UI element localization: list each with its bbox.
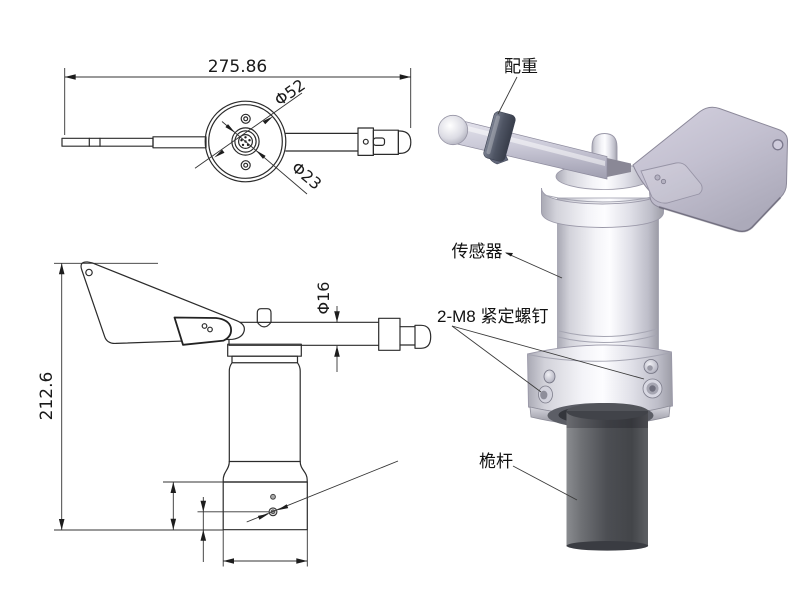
rod-side-view (228, 321, 382, 346)
iso-view: 配重 传感器 2-M8 紧定螺钉 桅杆 (437, 57, 789, 551)
sensor-body-top-view (204, 100, 287, 183)
vane-bracket-seam (640, 162, 703, 204)
collar-band (541, 187, 664, 228)
dim-body-diameter-text: Φ52 (271, 75, 309, 109)
dim-overall-length: 275.86 (64, 57, 412, 135)
counterweight-cap (437, 114, 469, 146)
pin-side-view (256, 308, 272, 328)
dim-body-diameter: Φ52 (194, 75, 309, 169)
dim-rod-diameter: Φ16 (314, 282, 340, 372)
callouts: 配重 传感器 2-M8 紧定螺钉 桅杆 (437, 57, 645, 501)
dim-overall-length-text: 275.86 (208, 57, 267, 77)
connector-top-view (231, 127, 260, 156)
mast-3d (566, 403, 649, 551)
top-view: 275.86 Φ52 Φ23 (61, 57, 412, 195)
vane-plate-3d (632, 106, 789, 233)
dim-connector-diameter: Φ23 (221, 121, 325, 195)
label-set-screws: 2-M8 紧定螺钉 (437, 307, 548, 326)
label-mast: 桅杆 (479, 452, 513, 471)
screw-hole-leader (246, 460, 399, 523)
counterweight-ring (483, 111, 516, 162)
base-dimensions (163, 481, 308, 567)
dim-connector-diameter-text: Φ23 (288, 158, 325, 194)
tail-rod-top-view (61, 136, 207, 149)
label-sensor: 传感器 (452, 242, 503, 261)
set-screws (538, 359, 663, 404)
rod-end-side-view (378, 317, 432, 351)
dim-overall-height-text: 212.6 (37, 372, 57, 421)
counterweight-arm (437, 111, 608, 180)
connector-arm-top-view (285, 127, 412, 156)
side-view: 212.6 Φ16 (37, 261, 432, 567)
label-counterweight: 配重 (504, 57, 538, 76)
dim-rod-diameter-text: Φ16 (314, 282, 333, 315)
dim-overall-height: 212.6 (37, 262, 223, 531)
rod-socket (607, 158, 631, 177)
vane-clamp-side-view (173, 316, 232, 346)
vane-hole (772, 139, 784, 151)
sensor-body-side-view (222, 343, 308, 531)
